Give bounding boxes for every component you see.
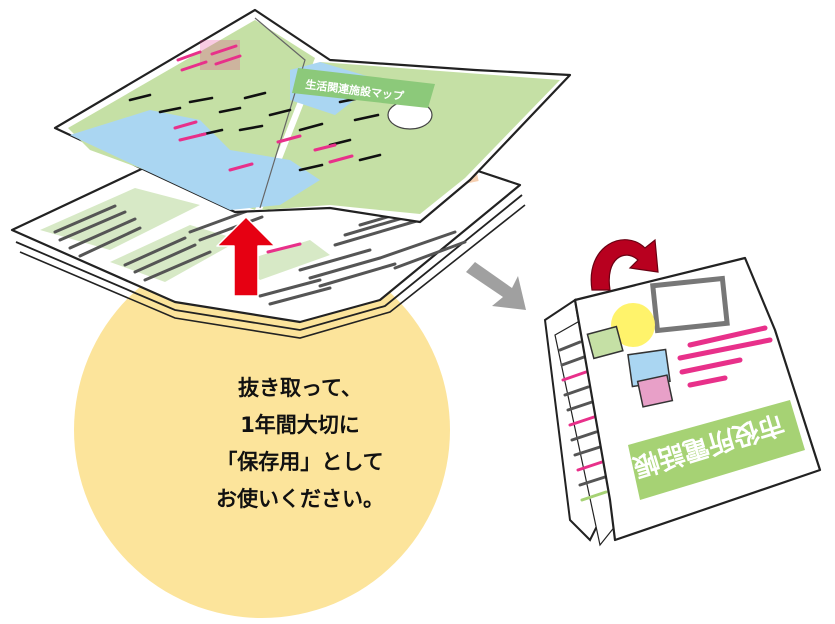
yellow-circle [74, 242, 450, 618]
caption-line-2: 1年間大切に [240, 413, 360, 437]
up-arrow-icon [216, 216, 276, 297]
caption-line-4: お使いください。 [216, 487, 384, 511]
caption-line-3: 「保存用」として [216, 450, 384, 474]
caption-text: 抜き取って、 1年間大切に 「保存用」として お使いください。 [190, 370, 410, 518]
phone-directory-booklet: 市役所電話帳 [543, 238, 822, 547]
lifestyle-map: 生活関連施設マップ [53, 8, 572, 224]
flip-arrow-icon [590, 238, 659, 291]
caption-line-1: 抜き取って、 [238, 376, 362, 400]
right-arrow-icon [466, 262, 526, 310]
